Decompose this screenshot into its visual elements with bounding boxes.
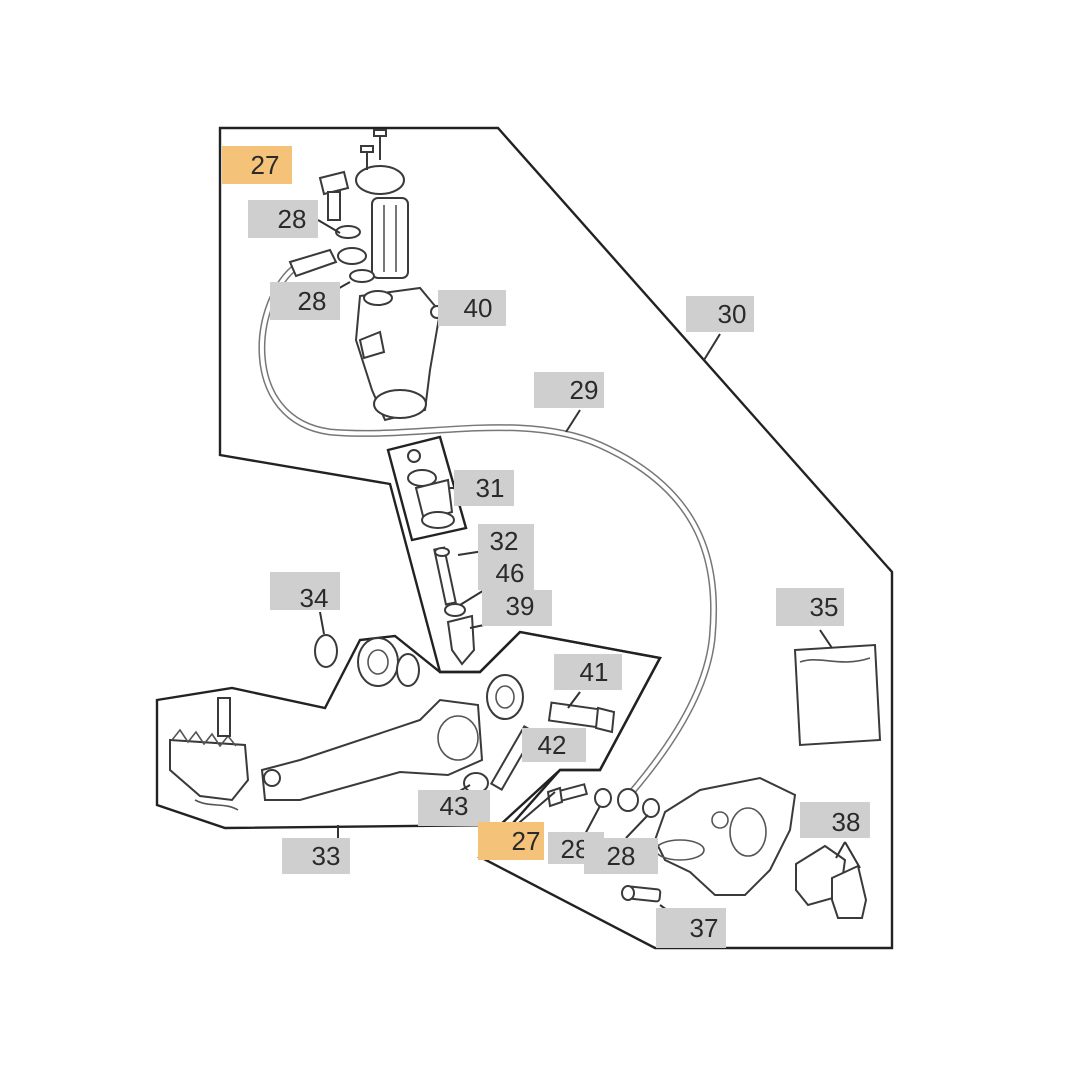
callout-label: 42 [538, 730, 567, 760]
lock-nut-46 [444, 603, 466, 617]
callout-label: 35 [810, 592, 839, 622]
callout-28-b: 28 [270, 282, 340, 320]
callout-label: 27 [512, 826, 541, 856]
callout-28-a: 28 [248, 200, 318, 238]
callout-42: 42 [522, 728, 586, 762]
callout-label: 32 [490, 526, 519, 556]
callout-label: 30 [718, 299, 747, 329]
master-cylinder-40 [354, 129, 444, 422]
callout-27-top: 27 [222, 146, 292, 184]
washer-top-28a [335, 225, 361, 239]
callout-29: 29 [534, 372, 604, 408]
banjo-bolt-top-27 [318, 170, 350, 221]
callout-37: 37 [656, 908, 726, 948]
callout-39: 39 [482, 590, 552, 626]
brake-hose-29 [258, 248, 718, 803]
pedal-bearings [357, 637, 524, 720]
callout-31: 31 [454, 470, 514, 506]
washer-bottom-28a [594, 788, 612, 808]
grease-pack-35 [793, 643, 882, 747]
callout-label: 29 [570, 375, 599, 405]
callout-label: 43 [440, 791, 469, 821]
callout-label: 28 [607, 841, 636, 871]
pedal-assembly-frame-33 [155, 630, 662, 830]
brake-pads-38 [795, 844, 868, 919]
callout-38: 38 [800, 802, 870, 838]
callout-label: 28 [298, 286, 327, 316]
callout-label: 46 [496, 558, 525, 588]
callout-label: 41 [580, 657, 609, 687]
banjo-fitting-bottom [617, 788, 639, 812]
callout-35: 35 [776, 588, 844, 626]
callout-30: 30 [686, 296, 754, 332]
callout-33: 33 [282, 838, 350, 874]
piston-kit-31 [407, 449, 455, 529]
piston-kit-frame-31 [386, 435, 468, 542]
callout-40: 40 [438, 290, 506, 326]
bleed-valve-37 [621, 885, 662, 903]
callout-label: 34 [300, 583, 329, 613]
callout-label: 33 [312, 841, 341, 871]
callout-label: 27 [251, 150, 280, 180]
callout-46: 46 [478, 556, 534, 590]
callout-43: 43 [418, 790, 490, 826]
push-rod-32 [433, 546, 457, 606]
washer-34 [314, 634, 338, 668]
callout-27-bottom: 27 [478, 822, 544, 860]
pivot-bolt-41 [547, 701, 616, 734]
banjo-bolt-bottom-27 [546, 783, 589, 808]
callout-label: 37 [690, 913, 719, 943]
washer-bottom-28b [642, 798, 660, 818]
callout-label: 28 [278, 204, 307, 234]
clevis-39 [446, 614, 476, 666]
callout-34: 34 [270, 572, 340, 613]
callout-label: 38 [832, 807, 861, 837]
callout-label: 31 [476, 473, 505, 503]
callout-label: 40 [464, 293, 493, 323]
callout-41: 41 [554, 654, 622, 690]
callout-32: 32 [478, 524, 534, 558]
banjo-fitting-top [337, 247, 367, 265]
brake-pedal-33 [169, 697, 484, 811]
washer-top-28b [349, 269, 375, 283]
callout-label: 39 [506, 591, 535, 621]
callout-28-d: 28 [584, 838, 658, 874]
brake-caliper [653, 776, 797, 896]
